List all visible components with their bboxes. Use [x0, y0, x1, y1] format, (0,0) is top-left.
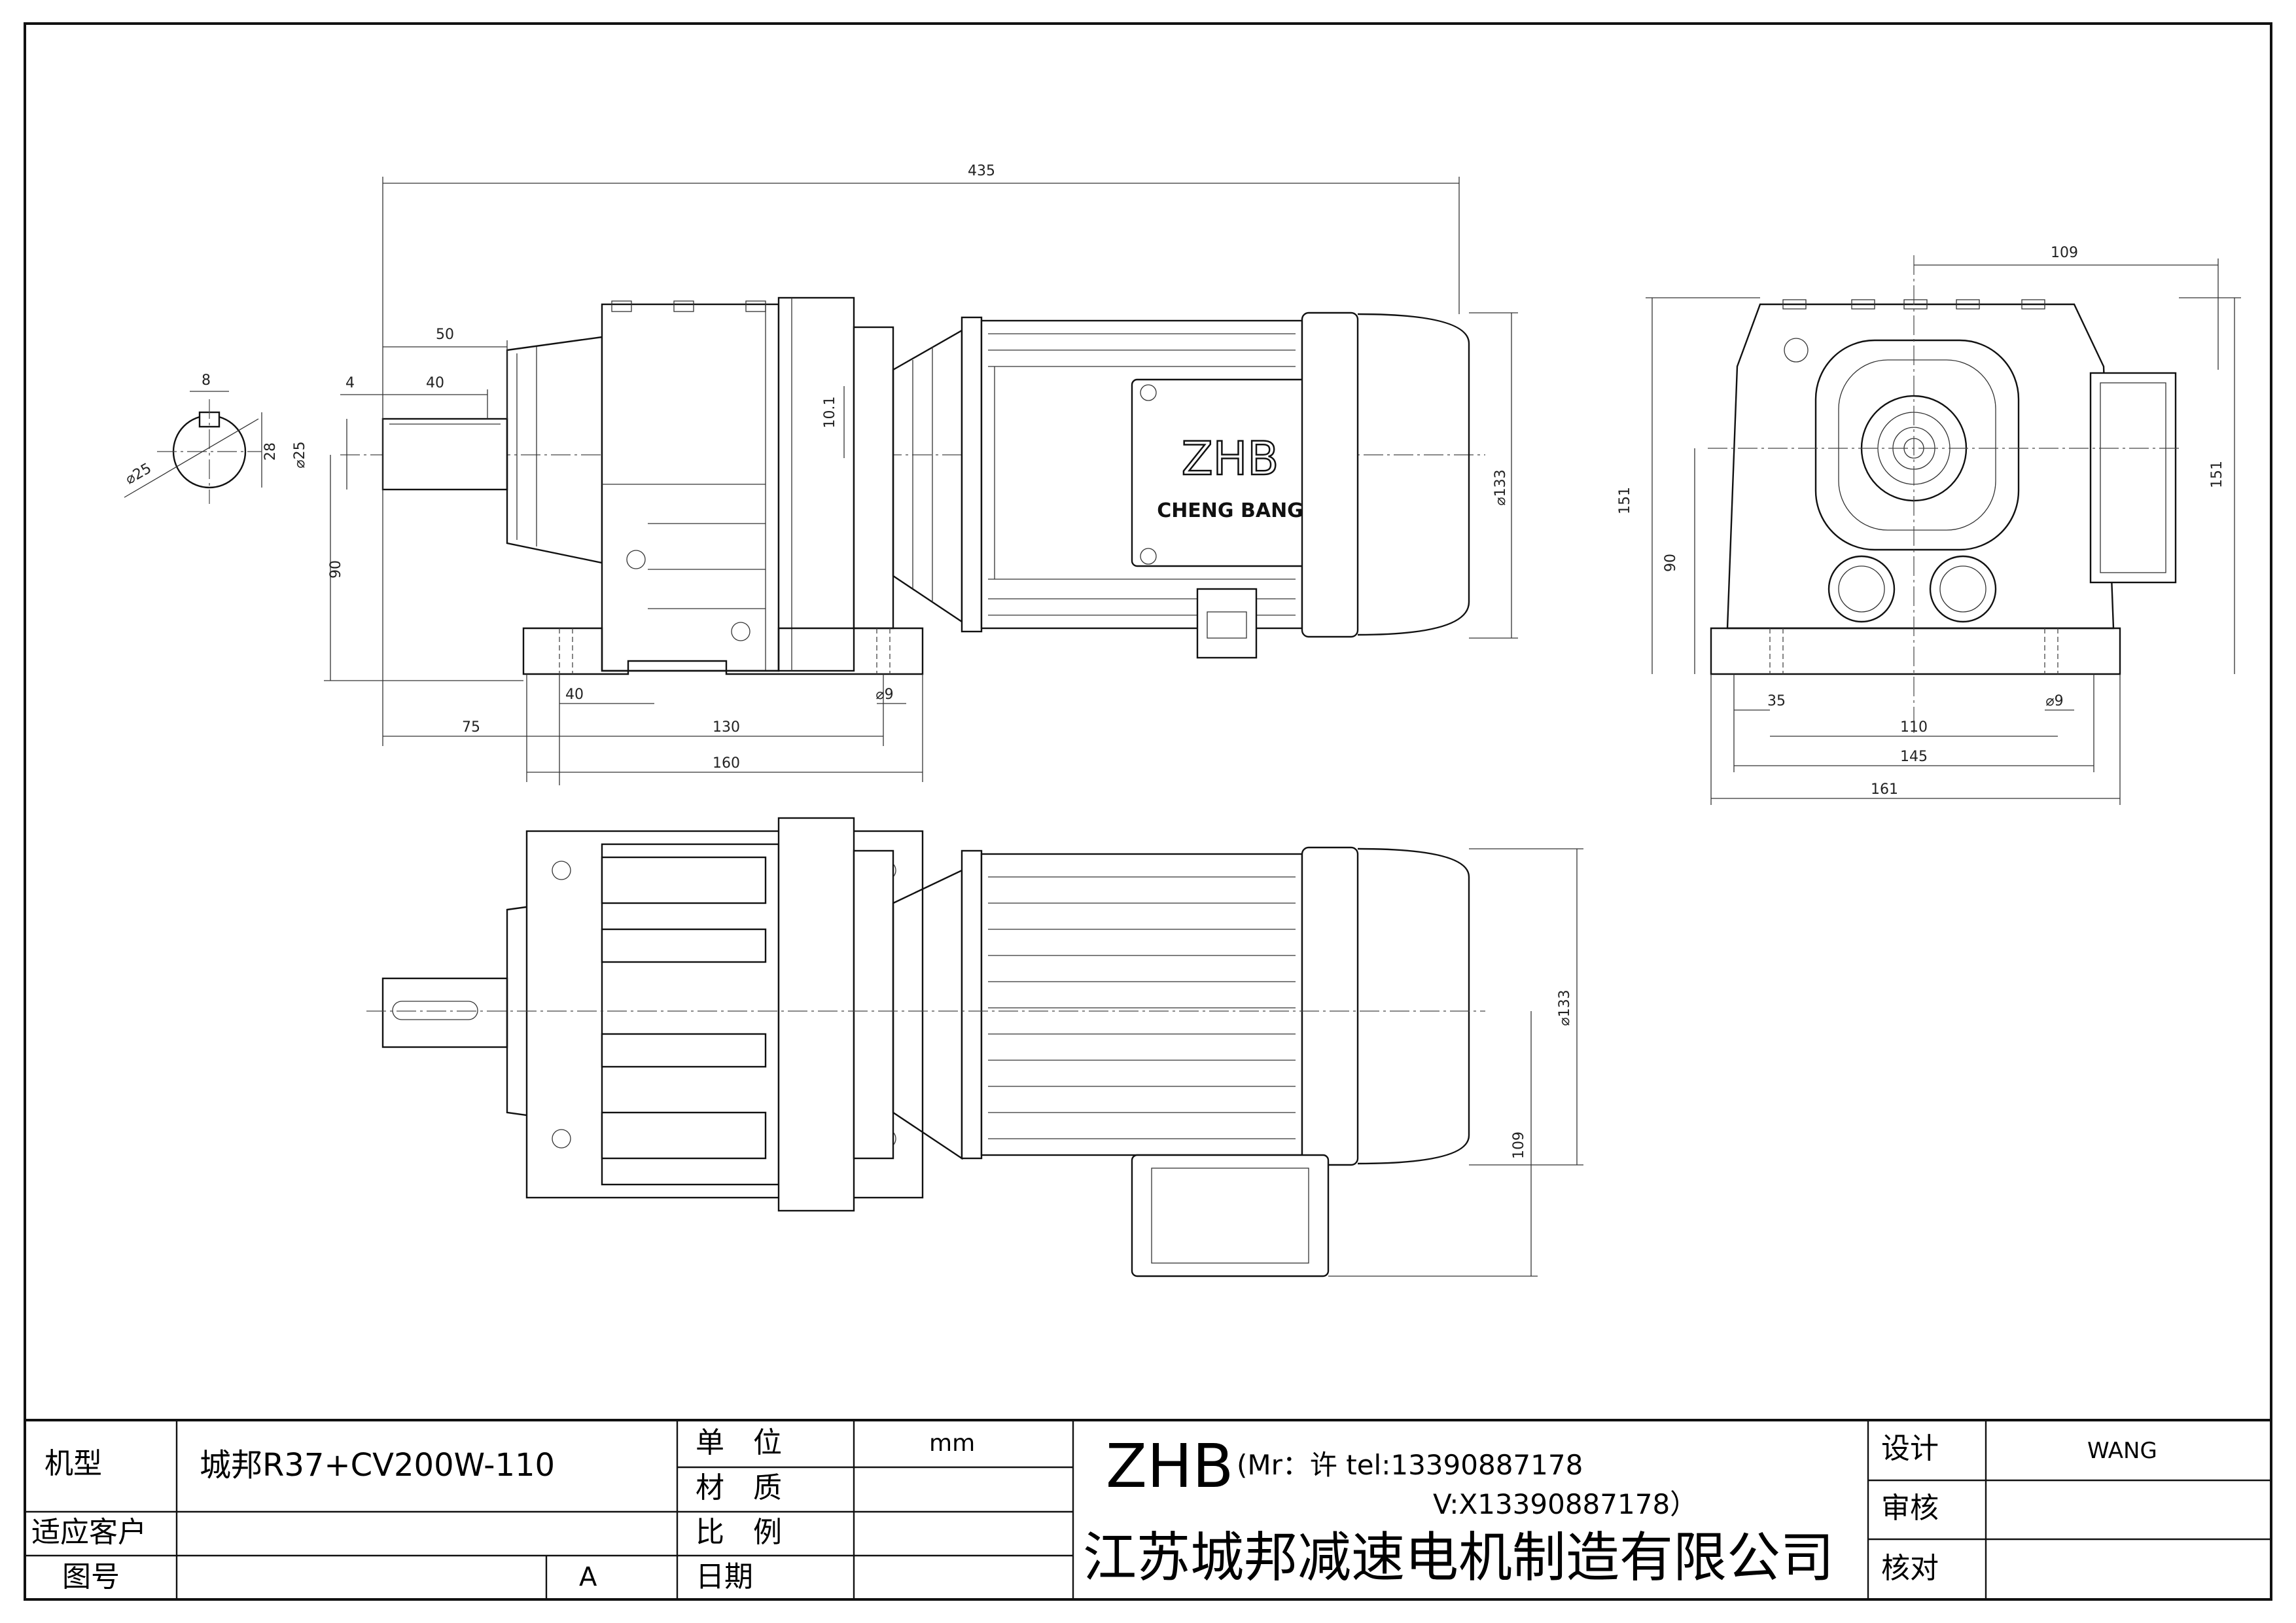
scale-label: 比 例	[696, 1516, 782, 1549]
design-label: 设计	[1881, 1432, 1939, 1465]
dim-motor-dia: ⌀133	[1492, 469, 1509, 505]
shaft-section-view: 8 28 ⌀25	[123, 372, 279, 504]
nameplate-maker: CHENG BANG	[1157, 499, 1303, 522]
dim-end-height-right: 151	[2209, 461, 2225, 488]
company-logo: ZHB	[1106, 1431, 1234, 1501]
dim-overall-length: 435	[968, 163, 995, 179]
dim-end-shaft-height: 90	[1663, 554, 1679, 572]
dim-shaft-dia-end: ⌀25	[123, 460, 154, 488]
review-label: 审核	[1881, 1491, 1939, 1525]
customer-label: 适应客户	[31, 1516, 147, 1549]
dim-shaft-dia-side: ⌀25	[292, 441, 308, 468]
title-block-grid	[24, 1419, 2272, 1601]
contact-line-2: V:X13390887178）	[1433, 1488, 1698, 1520]
dim-key-len: 40	[426, 375, 444, 391]
drawing-no-label: 图号	[62, 1560, 120, 1594]
dim-end-width-top: 109	[2051, 245, 2078, 261]
contact-line-1: (Mr：许 tel:13390887178	[1237, 1449, 1583, 1481]
dim-end-height-left: 151	[1617, 487, 1633, 514]
design-value: WANG	[2087, 1438, 2157, 1464]
dim-foot-hole-dia: ⌀9	[875, 687, 893, 703]
dim-offset-10: 10.1	[822, 397, 838, 429]
dim-foot-pitch: 130	[713, 719, 740, 736]
side-view-dimensions: 435 50 40 4 90 ⌀25 10.1 ⌀133 40	[292, 163, 1518, 785]
dim-foot-front: 75	[462, 719, 480, 736]
dim-shaft-height: 90	[328, 560, 344, 579]
company-name: 江苏城邦减速电机制造有限公司	[1083, 1527, 1835, 1589]
dim-key-width: 8	[202, 372, 211, 389]
dim-end-overall: 161	[1871, 781, 1898, 798]
top-view: ⌀133 109	[366, 817, 1583, 1277]
model-value: 城邦R37+CV200W-110	[200, 1447, 556, 1484]
sheet-border	[24, 22, 2272, 1601]
nameplate-brand: ZHB	[1182, 432, 1279, 486]
dim-end-foot-145: 145	[1900, 749, 1928, 765]
dim-top-motor-dia: ⌀133	[1557, 990, 1573, 1026]
dim-foot-length: 160	[713, 755, 740, 772]
dim-top-box-109: 109	[1511, 1132, 1527, 1159]
date-label: 日期	[696, 1560, 753, 1594]
side-view: ZHB CHENG BANG 435 50 40 4 90 ⌀25	[292, 163, 1518, 785]
dim-foot-hole-dist: 40	[565, 687, 584, 703]
model-label: 机型	[44, 1447, 102, 1480]
revision-value: A	[579, 1562, 597, 1592]
dim-end-foot-pitch: 110	[1900, 719, 1928, 736]
end-view: 109 151 90 151 35 ⌀9 110 145 161	[1617, 245, 2241, 805]
dim-end-foot-35: 35	[1767, 693, 1786, 709]
dim-output-shaft-len: 50	[436, 327, 454, 343]
dim-key-offset: 4	[345, 375, 355, 391]
check-label: 核对	[1881, 1552, 1939, 1585]
unit-value: mm	[929, 1430, 976, 1457]
material-label: 材 质	[696, 1471, 782, 1505]
unit-label: 单 位	[696, 1426, 782, 1459]
dim-end-foot-hole: ⌀9	[2045, 693, 2063, 709]
dim-key-height: 28	[262, 442, 279, 461]
